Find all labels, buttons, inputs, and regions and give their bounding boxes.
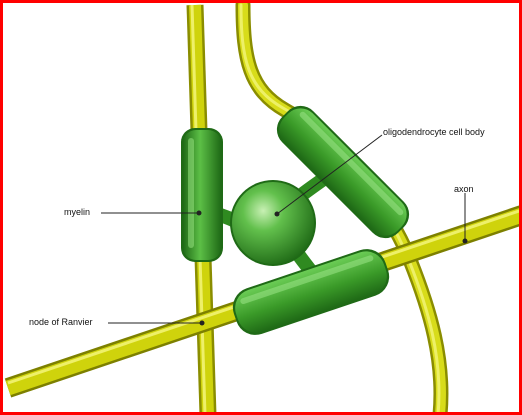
label-oligodendrocyte: oligodendrocyte cell body <box>383 127 485 138</box>
myelin-sheath-left <box>181 128 223 262</box>
pointer-dot-axon <box>463 239 468 244</box>
pointer-dot-oligodendrocyte <box>275 212 280 217</box>
label-axon: axon <box>454 184 474 195</box>
label-myelin: myelin <box>64 207 90 218</box>
pointer-dot-myelin <box>197 211 202 216</box>
label-node-of-ranvier: node of Ranvier <box>29 317 93 328</box>
pointer-dot-node <box>200 321 205 326</box>
cell-body-sphere <box>232 182 314 264</box>
